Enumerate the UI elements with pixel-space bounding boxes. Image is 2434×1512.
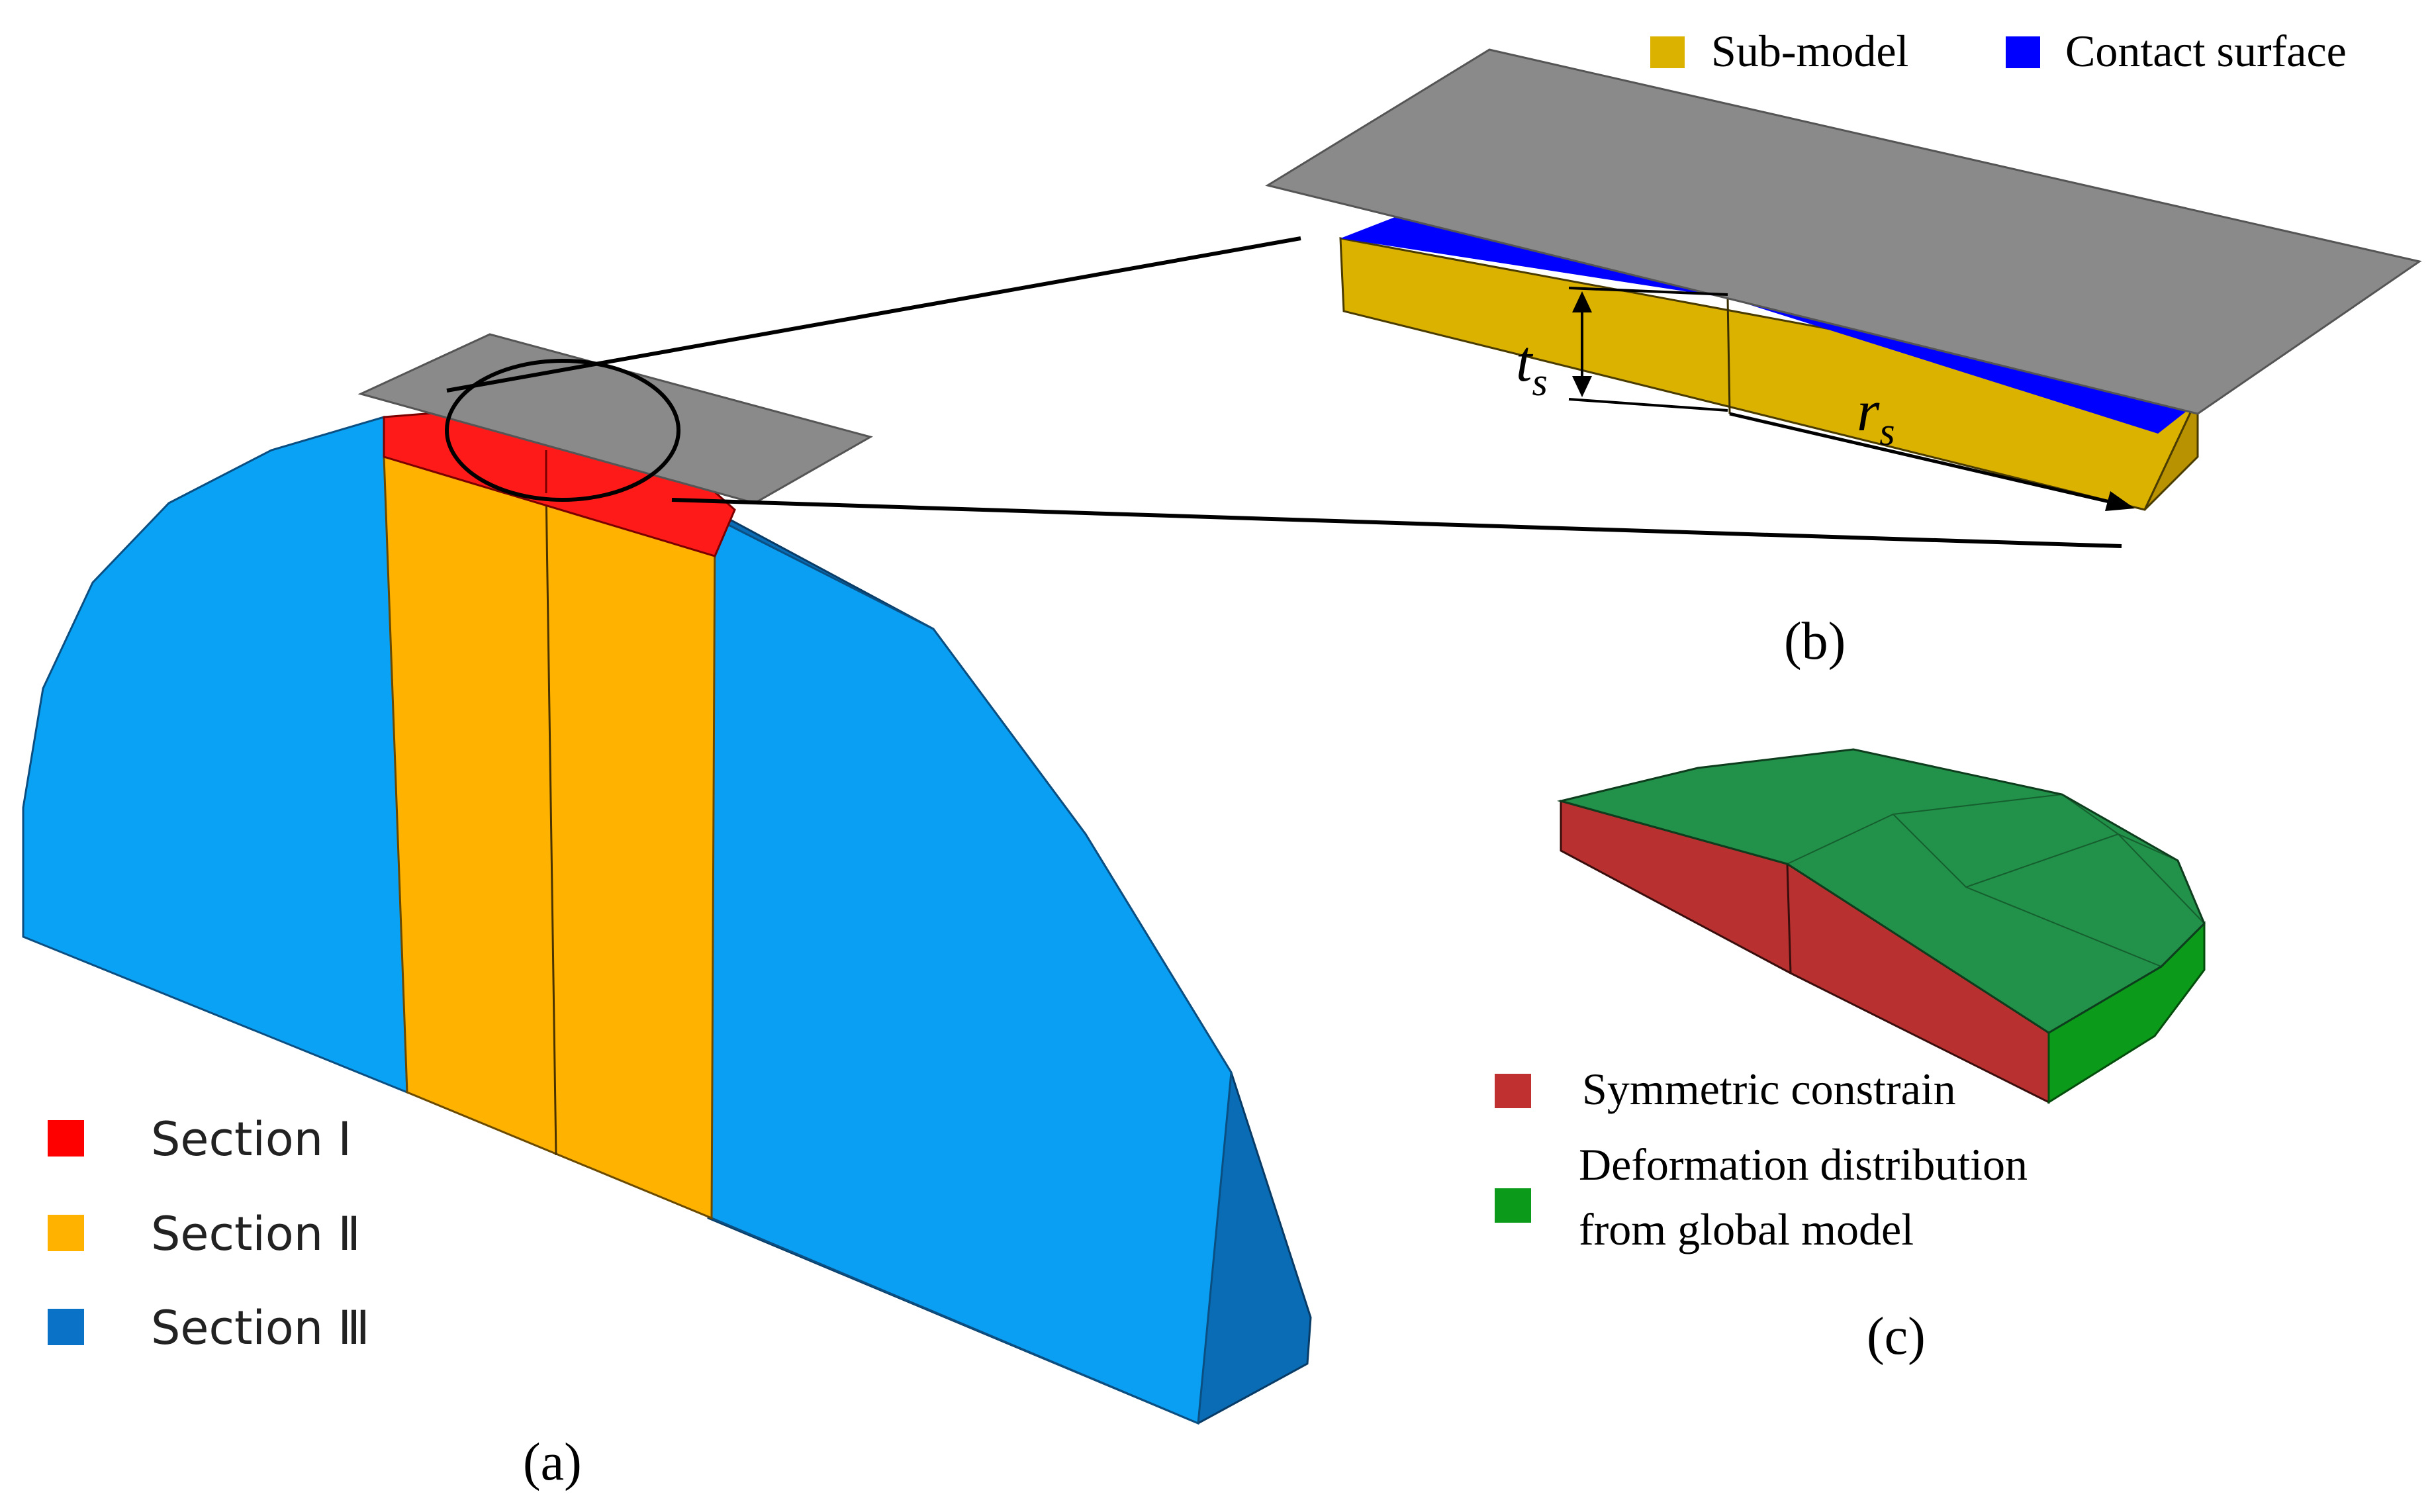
legend-label-deformation-line1: Deformation distribution (1579, 1139, 2028, 1190)
dim-thickness-top-leader (1568, 287, 1728, 296)
label-radius: rs (1857, 379, 1895, 453)
legend-swatch-submodel (1650, 36, 1685, 68)
legend-swatch-symmetric (1495, 1074, 1531, 1108)
zoom-ellipse (445, 359, 680, 502)
section-two-strip (383, 455, 716, 1220)
panel-a-legend: Section Ⅰ Section Ⅱ Section Ⅲ (48, 1112, 370, 1355)
panel-a-global-model (22, 333, 1312, 1425)
contact-surface-left (1340, 215, 1728, 298)
dim-thickness-arrowhead-bottom (1572, 376, 1592, 397)
dim-radius-arrowhead (2105, 491, 2135, 511)
legend-label-symmetric: Symmetric constrain (1582, 1064, 1956, 1114)
panel-b-caption: (b) (1784, 612, 1846, 671)
contact-surface-right (1728, 298, 2204, 434)
section-three-left-face (22, 416, 408, 1094)
legend-swatch-section-three (48, 1309, 84, 1345)
deformation-top (1557, 748, 2206, 1034)
deformation-top-mesh (1787, 794, 2205, 967)
section-two-divider (545, 489, 557, 1156)
legend-label-deformation-line2: from global model (1579, 1204, 1914, 1254)
submodel-divider (1726, 297, 1731, 414)
legend-swatch-deformation (1495, 1188, 1531, 1223)
label-thickness: ts (1516, 330, 1548, 404)
legend-label-submodel: Sub-model (1711, 26, 1908, 76)
zoom-line-upper (446, 236, 1301, 393)
dim-radius-arrow (1729, 412, 2116, 505)
legend-swatch-section-two (48, 1215, 84, 1251)
dim-thickness-arrowhead-top (1572, 291, 1592, 312)
legend-swatch-contact (2006, 36, 2040, 68)
legend-swatch-section-one (48, 1120, 84, 1157)
panel-c-caption: (c) (1867, 1307, 1926, 1366)
panel-b-sub-model (1265, 48, 2422, 511)
dim-thickness-bottom-leader (1568, 398, 1728, 412)
panel-c-submodel-bc (1557, 748, 2206, 1104)
submodel-end-face (2143, 397, 2199, 511)
symmetric-face-divider (1786, 863, 1792, 974)
legend-label-section-one: Section Ⅰ (151, 1112, 351, 1166)
loading-plate-large (1265, 48, 2422, 415)
panel-c-legend: Symmetric constrain Deformation distribu… (1495, 1064, 2028, 1254)
panel-b-legend: Sub-model Contact surface (1650, 26, 2347, 76)
section-three-right-face (710, 514, 1233, 1425)
zoom-line-lower (671, 498, 2122, 548)
legend-label-contact: Contact surface (2065, 26, 2347, 76)
legend-label-section-three: Section Ⅲ (151, 1301, 370, 1355)
panel-a-caption: (a) (523, 1433, 582, 1491)
legend-label-section-two: Section Ⅱ (151, 1207, 361, 1261)
